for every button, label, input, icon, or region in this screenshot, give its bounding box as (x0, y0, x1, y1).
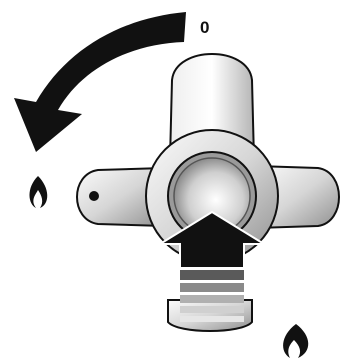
knob-bottom-wing (167, 299, 253, 332)
push-down-arrow-icon (156, 210, 268, 322)
large-flame-icon (283, 324, 309, 358)
indicator-dot (89, 191, 99, 201)
rotate-counterclockwise-arrow-icon (14, 12, 186, 152)
off-position-label: 0 (200, 18, 210, 37)
knob-left-wing (76, 166, 165, 228)
small-flame-icon (29, 176, 48, 208)
